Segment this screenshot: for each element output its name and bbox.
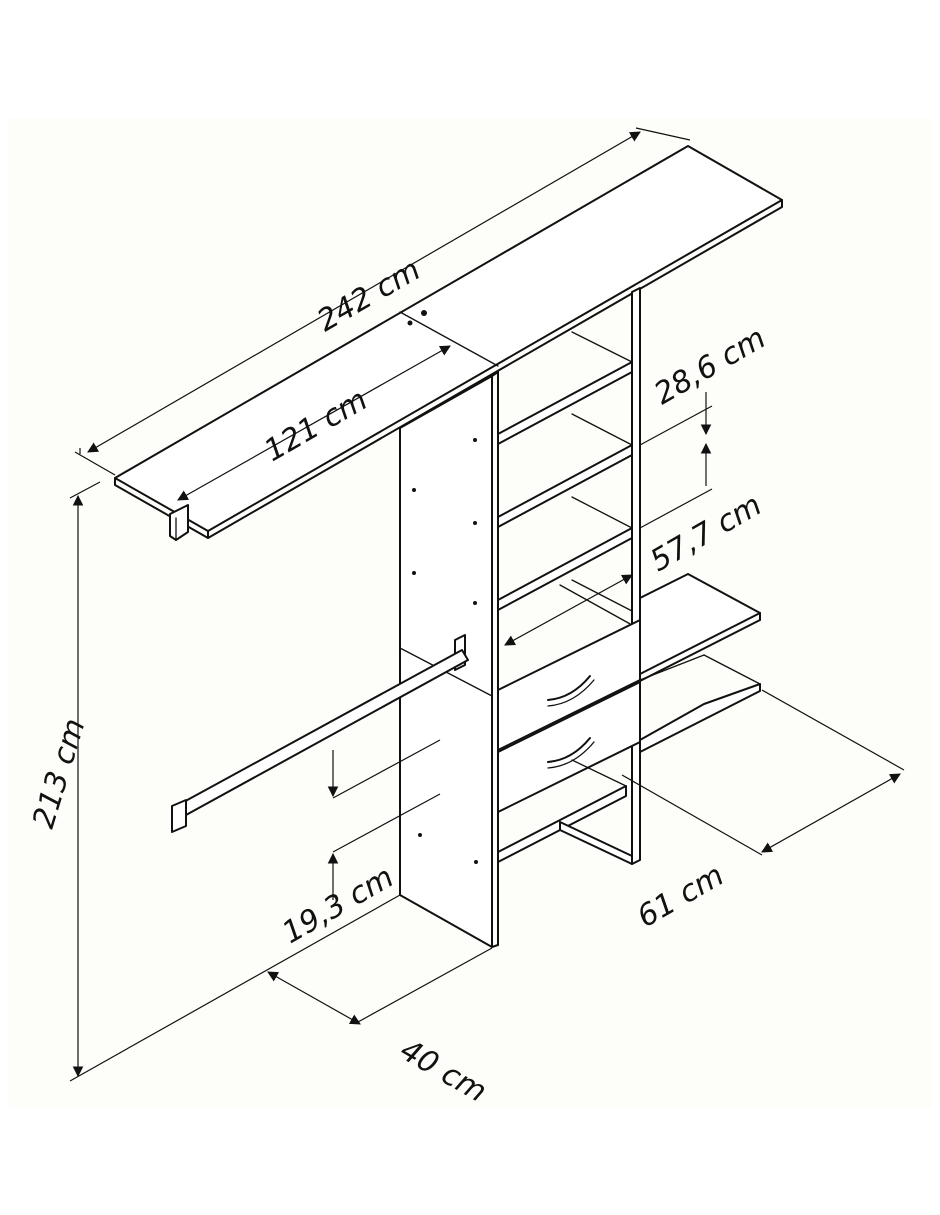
dim-shelf-spacing — [639, 392, 713, 529]
dim-column-width — [177, 345, 451, 501]
dim-height — [69, 481, 401, 1082]
hanging-rod — [171, 649, 469, 833]
shelf-bracket-left — [169, 504, 189, 541]
right-shelves — [639, 573, 761, 753]
bottom-brace — [559, 821, 633, 865]
dim-shelf-depth — [621, 689, 905, 856]
dim-inner-width — [504, 574, 633, 646]
drawer-top-handle — [547, 675, 591, 701]
dim-rod-gap — [327, 739, 441, 900]
dim-column-depth — [267, 947, 493, 1025]
drawer-bottom-handle — [547, 737, 591, 763]
